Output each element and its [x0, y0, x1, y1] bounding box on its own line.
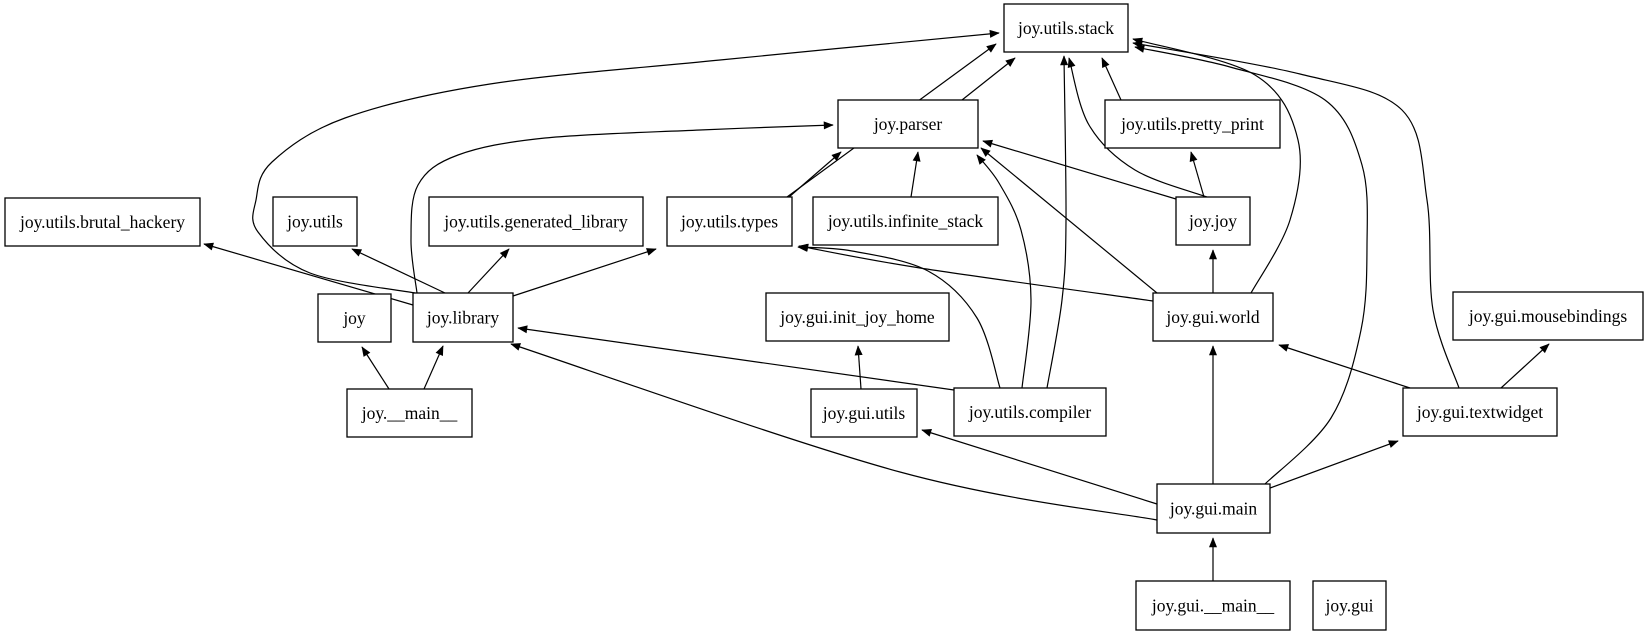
- node-joy_gui_textwidget: joy.gui.textwidget: [1402, 387, 1558, 437]
- node-box-joy___main__: [346, 388, 473, 438]
- node-box-joy_utils_brutal_hackery: [4, 197, 201, 247]
- node-label-joy___main__: joy.__main__: [361, 403, 458, 423]
- edge-joy_library-to-joy_utils_types: [512, 248, 657, 297]
- node-joy_utils_pretty_print: joy.utils.pretty_print: [1104, 99, 1281, 149]
- node-box-joy: [317, 293, 392, 343]
- node-label-joy_utils_infinite_stack: joy.utils.infinite_stack: [827, 211, 984, 231]
- node-joy_gui_init_joy_home: joy.gui.init_joy_home: [765, 292, 950, 342]
- node-joy_gui_utils: joy.gui.utils: [810, 388, 918, 438]
- node-label-joy_gui_textwidget: joy.gui.textwidget: [1416, 402, 1543, 422]
- edge-joy_joy-to-joy_utils_stack: [1067, 57, 1208, 198]
- edge-joy_gui_textwidget-to-joy_utils_stack: [1132, 40, 1460, 389]
- node-label-joy_utils_brutal_hackery: joy.utils.brutal_hackery: [19, 212, 185, 232]
- node-label-joy_gui_mousebindings: joy.gui.mousebindings: [1468, 306, 1628, 326]
- edge-joy_utils_compiler-to-joy_library: [517, 325, 955, 391]
- node-label-joy_utils: joy.utils: [286, 212, 343, 232]
- edge-joy_library-to-joy_parser: [410, 121, 834, 294]
- node-label-joy_parser: joy.parser: [873, 114, 943, 134]
- edge-joy_gui_main-to-joy_gui_textwidget: [1269, 440, 1399, 489]
- node-label-joy_gui_main: joy.gui.main: [1169, 499, 1258, 519]
- edge-joy___main__-to-joy_library: [423, 345, 444, 390]
- node-joy_utils_generated_library: joy.utils.generated_library: [428, 196, 644, 247]
- edge-joy_gui_main-to-joy_gui_utils: [921, 428, 1158, 505]
- edge-joy___main__-to-joy: [361, 346, 390, 390]
- node-joy_gui_mousebindings: joy.gui.mousebindings: [1452, 291, 1644, 341]
- node-joy_gui_world: joy.gui.world: [1152, 292, 1274, 342]
- node-joy_utils_compiler: joy.utils.compiler: [953, 387, 1107, 437]
- node-joy___main__: joy.__main__: [346, 388, 473, 438]
- node-box-joy_parser: [837, 99, 979, 149]
- node-joy_gui___main__: joy.gui.__main__: [1135, 580, 1291, 631]
- node-label-joy_gui_world: joy.gui.world: [1165, 307, 1259, 327]
- node-joy_library: joy.library: [412, 292, 514, 343]
- node-label-joy_gui: joy.gui: [1325, 596, 1374, 616]
- node-label-joy_utils_generated_library: joy.utils.generated_library: [443, 212, 628, 232]
- edge-joy_gui_textwidget-to-joy_gui_mousebindings: [1500, 343, 1550, 389]
- node-label-joy_gui_utils: joy.gui.utils: [822, 403, 906, 423]
- edge-joy_gui_world-to-joy_parser: [980, 147, 1158, 294]
- node-box-joy_gui_main: [1156, 483, 1271, 534]
- node-label-joy_library: joy.library: [426, 308, 499, 328]
- edge-joy_parser-to-joy_utils_stack: [961, 57, 1016, 101]
- node-label-joy_gui___main__: joy.gui.__main__: [1151, 596, 1275, 616]
- node-label-joy_utils_compiler: joy.utils.compiler: [968, 402, 1091, 422]
- node-joy_joy: joy.joy: [1175, 196, 1251, 246]
- node-box-joy_gui_mousebindings: [1452, 291, 1644, 341]
- edge-joy_library-to-joy_utils_generated_library: [467, 248, 510, 294]
- nodes-layer: joy.utils.stack joy.parser joy.utils.prett…: [4, 3, 1644, 631]
- edge-joy_utils_compiler-to-joy_parser: [976, 154, 1032, 389]
- node-box-joy_gui_utils: [810, 388, 918, 438]
- edge-joy_gui_main-to-joy_library: [510, 343, 1158, 521]
- edge-joy_joy-to-joy_utils_pretty_print: [1189, 151, 1205, 198]
- node-joy: joy: [317, 293, 392, 343]
- node-label-joy_utils_pretty_print: joy.utils.pretty_print: [1120, 114, 1264, 134]
- node-box-joy_library: [412, 292, 514, 343]
- node-box-joy_gui_textwidget: [1402, 387, 1558, 437]
- node-label-joy_gui_init_joy_home: joy.gui.init_joy_home: [779, 307, 935, 327]
- edge-joy_joy-to-joy_parser: [982, 139, 1177, 200]
- node-box-joy_utils_types: [666, 196, 793, 247]
- node-label-joy_joy: joy.joy: [1188, 211, 1237, 231]
- edge-joy_library-to-joy_utils: [351, 248, 446, 294]
- node-box-joy_utils_pretty_print: [1104, 99, 1281, 149]
- edge-joy_gui_main-to-joy_utils_stack: [1134, 44, 1368, 485]
- node-joy_gui_main: joy.gui.main: [1156, 483, 1271, 534]
- edge-joy_gui_world-to-joy_utils_stack: [1132, 37, 1301, 294]
- node-box-joy_gui_world: [1152, 292, 1274, 342]
- node-label-joy: joy: [342, 308, 366, 328]
- edge-joy_library-to-joy_utils_stack: [252, 29, 1000, 294]
- node-label-joy_utils_stack: joy.utils.stack: [1017, 18, 1114, 38]
- node-box-joy_utils_stack: [1003, 3, 1129, 53]
- edge-joy_gui_world-to-joy_utils_types: [798, 243, 1154, 302]
- node-joy_utils_brutal_hackery: joy.utils.brutal_hackery: [4, 197, 201, 247]
- node-box-joy_gui: [1312, 580, 1387, 631]
- edge-joy_gui_textwidget-to-joy_gui_world: [1278, 344, 1411, 389]
- node-label-joy_utils_types: joy.utils.types: [680, 212, 778, 232]
- edge-joy_utils_compiler-to-joy_utils_stack: [1046, 55, 1069, 389]
- node-joy_parser: joy.parser: [837, 99, 979, 149]
- node-joy_utils_stack: joy.utils.stack: [1003, 3, 1129, 53]
- node-box-joy_utils_infinite_stack: [812, 196, 999, 246]
- edge-joy_utils_pretty_print-to-joy_utils_stack: [1101, 57, 1122, 101]
- node-joy_gui: joy.gui: [1312, 580, 1387, 631]
- node-joy_utils: joy.utils: [272, 196, 358, 247]
- node-box-joy_gui___main__: [1135, 580, 1291, 631]
- node-box-joy_gui_init_joy_home: [765, 292, 950, 342]
- node-joy_utils_infinite_stack: joy.utils.infinite_stack: [812, 196, 999, 246]
- node-joy_utils_types: joy.utils.types: [666, 196, 793, 247]
- node-box-joy_utils_compiler: [953, 387, 1107, 437]
- node-box-joy_utils_generated_library: [428, 196, 644, 247]
- node-box-joy_utils: [272, 196, 358, 247]
- edges-layer: [203, 29, 1550, 581]
- node-box-joy_joy: [1175, 196, 1251, 246]
- edge-joy_utils_compiler-to-joy_utils_types: [797, 243, 1001, 389]
- edge-joy_gui_utils-to-joy_gui_init_joy_home: [854, 345, 863, 390]
- edge-joy_utils_infinite_stack-to-joy_parser: [910, 151, 921, 198]
